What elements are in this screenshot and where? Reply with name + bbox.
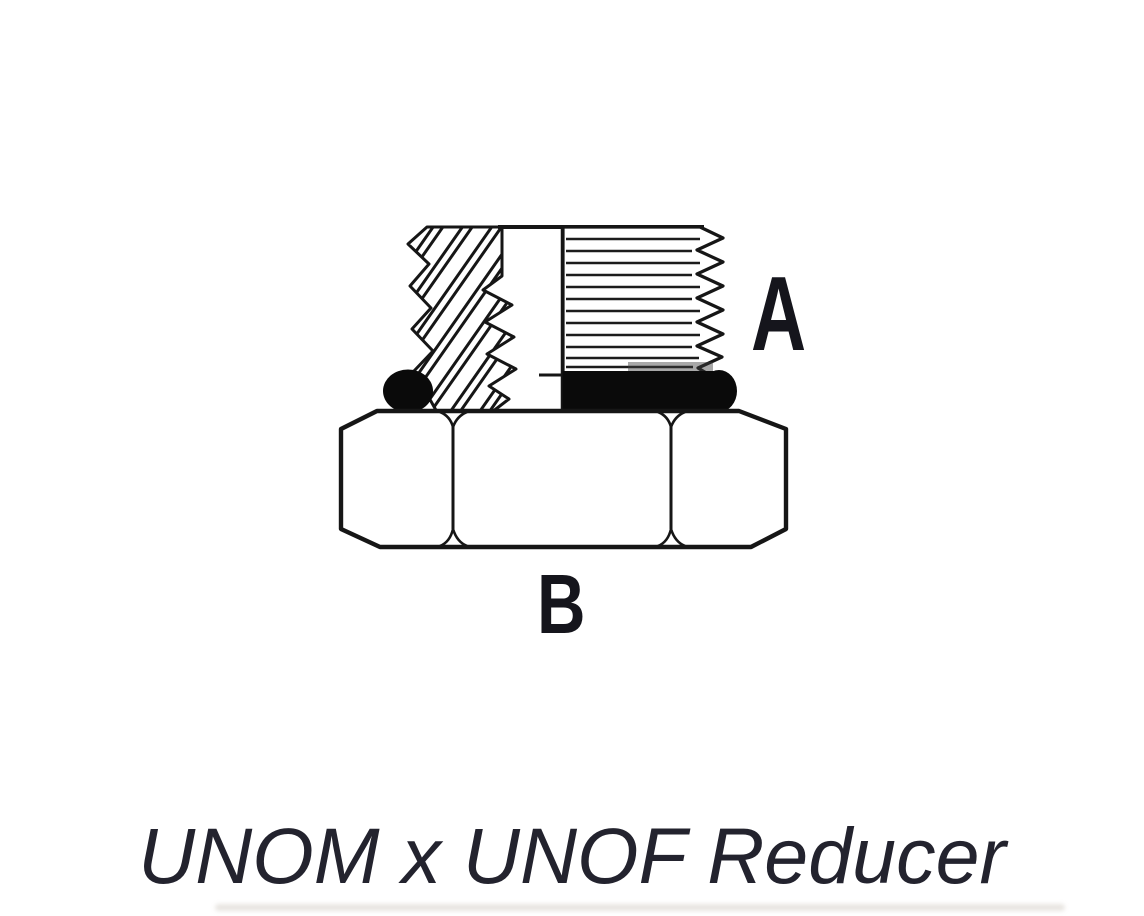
thread-a-label: A xyxy=(751,255,807,373)
hex-body-outline xyxy=(338,408,789,550)
male-thread-external xyxy=(561,225,725,376)
port-b-label: B xyxy=(537,557,586,651)
hex-face-divider-left-flares xyxy=(439,410,468,548)
thread-root-shading xyxy=(628,362,713,373)
o-ring-seal-left xyxy=(383,369,433,413)
hex-face-divider-right-flares xyxy=(657,410,686,548)
figure-caption: UNOM x UNOF Reducer xyxy=(138,811,1006,900)
hex-body xyxy=(338,408,789,550)
male-thread-sectioned-hatch xyxy=(406,225,518,414)
o-ring-bulge-right xyxy=(701,370,737,412)
o-ring-seal-band-right xyxy=(562,371,716,411)
thread-crest-lines xyxy=(566,237,700,369)
male-thread-section xyxy=(383,225,737,414)
scan-artifact-smear xyxy=(215,904,1065,911)
